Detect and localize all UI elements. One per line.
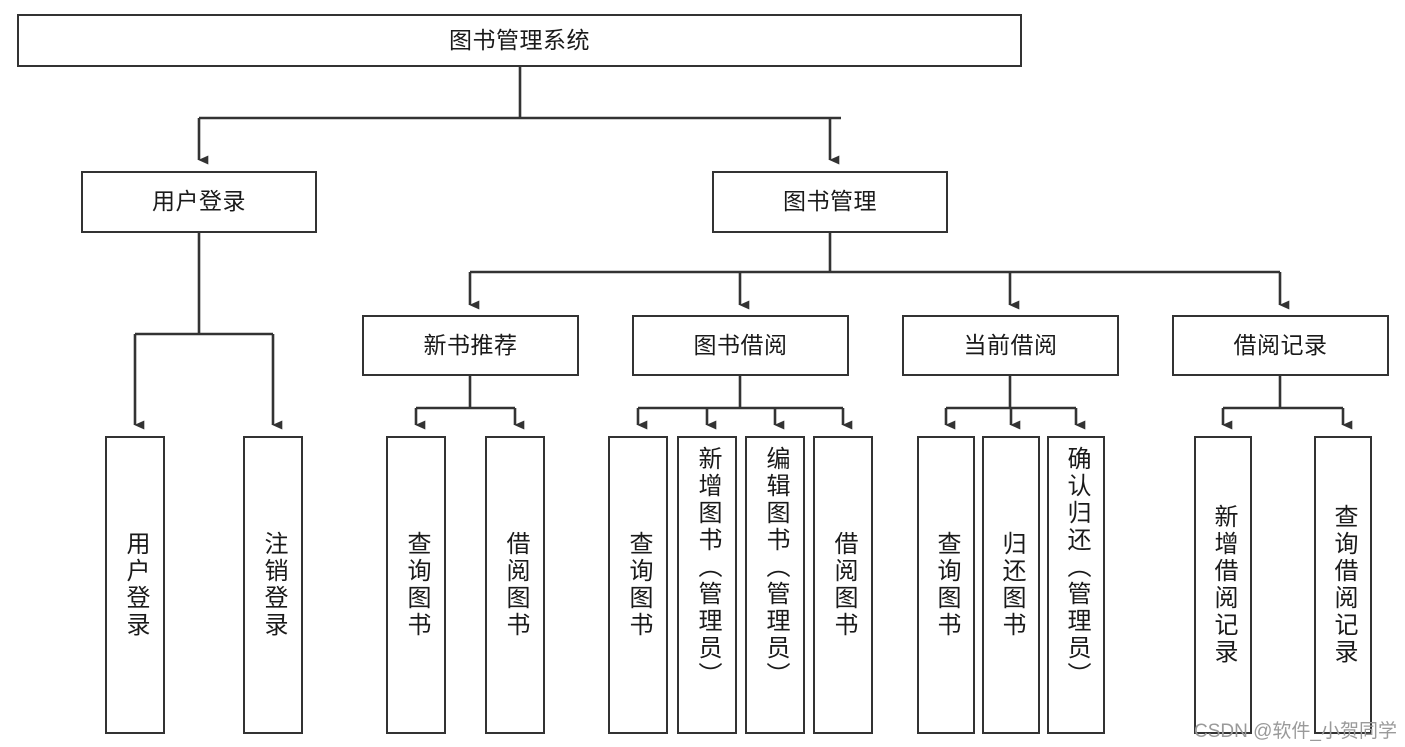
node-leaf-return-book[interactable]: 归还图书 [982,436,1040,734]
node-leaf-query-book-1[interactable]: 查询图书 [386,436,446,734]
node-current-borrow[interactable]: 当前借阅 [902,315,1119,376]
node-leaf-query-borrow-record[interactable]: 查询借阅记录 [1314,436,1372,734]
node-label: 查询图书 [933,531,960,639]
node-label: 查询图书 [625,531,652,639]
node-label: 新增借阅记录 [1210,504,1237,666]
node-label: 归还图书 [998,531,1025,639]
node-label: 当前借阅 [963,331,1058,358]
node-label: 新书推荐 [423,331,518,358]
watermark-text: CSDN @软件_小贺同学 [1194,721,1397,742]
node-borrow-record[interactable]: 借阅记录 [1172,315,1389,376]
node-leaf-add-book-admin[interactable]: 新增图书（管理员） [677,436,737,734]
node-new-book-recommend[interactable]: 新书推荐 [362,315,579,376]
node-label: 注销登录 [260,531,287,639]
node-label: 图书管理 [783,188,877,215]
node-leaf-logout-login[interactable]: 注销登录 [243,436,303,734]
node-label: 用户登录 [122,531,149,639]
node-leaf-user-login[interactable]: 用户登录 [105,436,165,734]
node-system-title[interactable]: 图书管理系统 [17,14,1022,67]
node-label: 图书管理系统 [449,26,590,53]
node-leaf-add-borrow-record[interactable]: 新增借阅记录 [1194,436,1252,734]
node-label: 借阅记录 [1233,331,1328,358]
node-label: 图书借阅 [693,331,788,358]
node-label: 借阅图书 [502,531,529,639]
node-label: 新增图书（管理员） [694,446,721,689]
node-label: 编辑图书（管理员） [762,446,789,689]
node-leaf-query-book-2[interactable]: 查询图书 [608,436,668,734]
node-label: 查询借阅记录 [1330,504,1357,666]
node-book-management[interactable]: 图书管理 [712,171,948,233]
node-leaf-borrow-book-2[interactable]: 借阅图书 [813,436,873,734]
node-user-login[interactable]: 用户登录 [81,171,317,233]
node-book-borrow[interactable]: 图书借阅 [632,315,849,376]
node-label: 确认归还（管理员） [1063,446,1090,689]
node-leaf-query-book-3[interactable]: 查询图书 [917,436,975,734]
node-leaf-edit-book-admin[interactable]: 编辑图书（管理员） [745,436,805,734]
node-leaf-confirm-return-admin[interactable]: 确认归还（管理员） [1047,436,1105,734]
node-label: 借阅图书 [830,531,857,639]
node-leaf-borrow-book-1[interactable]: 借阅图书 [485,436,545,734]
node-label: 查询图书 [403,531,430,639]
node-label: 用户登录 [152,188,246,215]
